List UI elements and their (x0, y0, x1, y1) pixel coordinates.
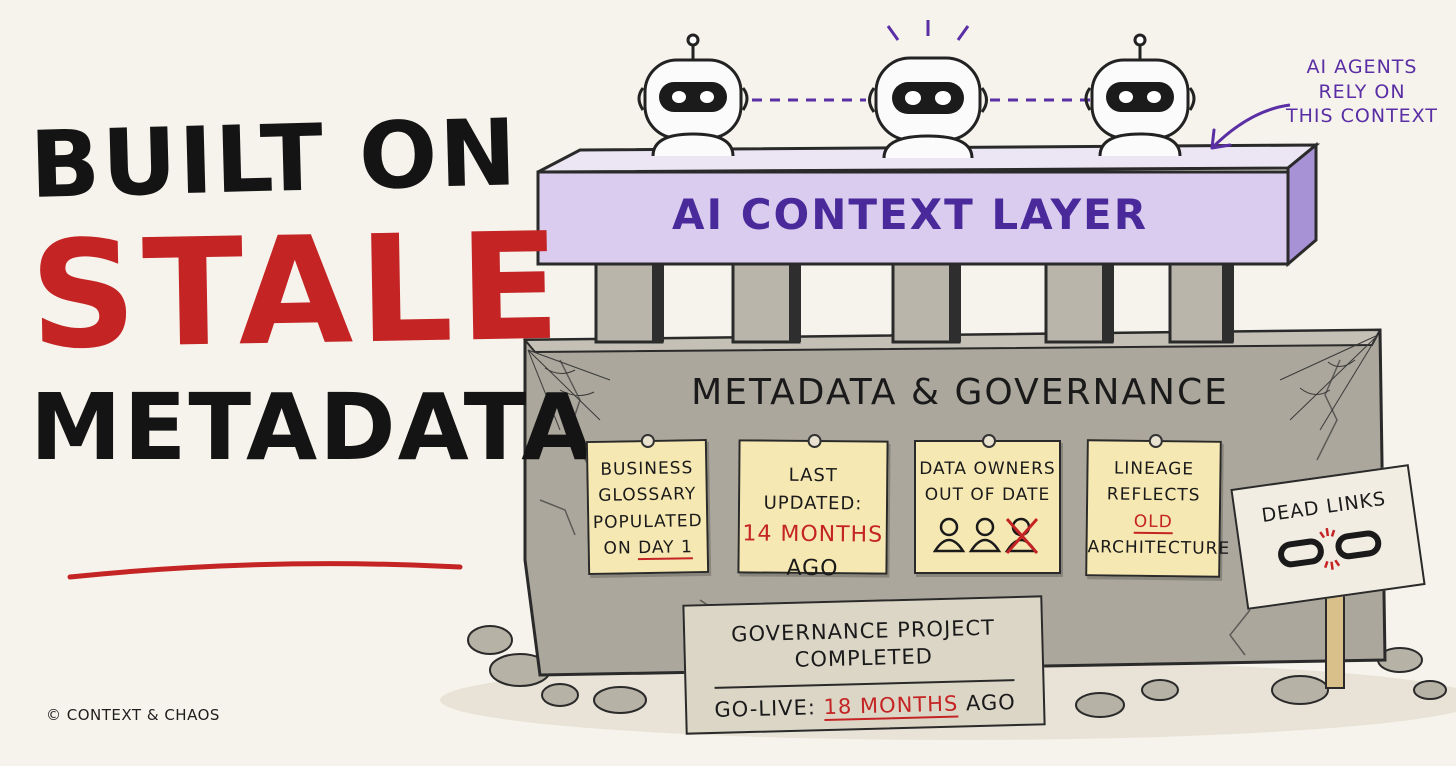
note-highlight: OLD (1133, 511, 1173, 534)
note-line: LAST UPDATED: (763, 464, 863, 515)
headline-line-2: STALE (28, 200, 568, 382)
note-line: AGO (786, 555, 839, 582)
note-line: OUT OF DATE (924, 485, 1051, 506)
context-layer-label: AI CONTEXT LAYER (671, 190, 1149, 239)
annotation-arrow-icon (1210, 103, 1291, 150)
dead-links-sign: DEAD LINKS (1230, 464, 1426, 610)
robot-icon (637, 33, 749, 157)
person-icon (968, 517, 1001, 552)
sign-divider (714, 678, 1015, 689)
note-line: LINEAGE (1113, 458, 1195, 480)
note-highlight: 14 MONTHS (742, 521, 884, 548)
cobweb-icon (527, 334, 1379, 431)
note-line: GLOSSARY (598, 484, 697, 507)
note-line: BUSINESS (600, 458, 694, 480)
pin-icon (640, 433, 655, 449)
annotation-line: AI AGENTS (1306, 56, 1418, 78)
person-icon (932, 517, 965, 552)
pin-icon (807, 433, 822, 449)
robot-icon (1084, 33, 1196, 157)
note-highlight: DAY 1 (637, 537, 694, 561)
sign-text: GO-LIVE: (714, 694, 824, 722)
foundation-title: METADATA & GOVERNANCE (691, 372, 1229, 413)
sign-text: AGO (957, 689, 1017, 716)
headline: BUILT ON STALE METADATA (28, 99, 595, 481)
sticky-note-data-owners: DATA OWNERS OUT OF DATE (914, 434, 1061, 574)
note-line: ARCHITECTURE (1087, 537, 1231, 559)
go-live-highlight: 18 MONTHS (823, 691, 959, 721)
sign-post (1325, 587, 1345, 689)
note-line: ON DAY 1 (589, 534, 706, 562)
copyright-credit: © CONTEXT & CHAOS (46, 706, 220, 724)
sticky-note-last-updated: LAST UPDATED: 14 MONTHS AGO (737, 433, 889, 581)
robot-icon (868, 20, 988, 159)
annotation-line: THIS CONTEXT (1286, 105, 1438, 128)
pillars (594, 260, 1234, 344)
dead-links-label: DEAD LINKS (1260, 487, 1388, 527)
broken-chain-icon (1278, 527, 1382, 570)
note-text: ON (603, 538, 639, 559)
pin-icon (1148, 433, 1163, 449)
note-line: REFLECTS (1106, 484, 1201, 506)
governance-project-sign: GOVERNANCE PROJECT COMPLETED GO-LIVE: 18… (682, 595, 1046, 735)
headline-line-1: BUILT ON (28, 99, 520, 219)
headline-underline (67, 561, 463, 580)
annotation-line: RELY ON (1318, 80, 1406, 103)
agents-annotation: AI AGENTS RELY ON THIS CONTEXT (1282, 55, 1442, 129)
note-line: POPULATED (592, 510, 703, 533)
sticky-note-lineage: LINEAGE REFLECTS OLD ARCHITECTURE (1085, 433, 1231, 578)
go-live-line: GO-LIVE: 18 MONTHS AGO (687, 688, 1044, 725)
pin-icon (981, 434, 996, 448)
note-line: OLD (1088, 508, 1219, 536)
note-line: DATA OWNERS (919, 459, 1056, 479)
headline-line-3: METADATA (30, 374, 595, 481)
people-icons (932, 517, 1038, 554)
sticky-note-glossary: BUSINESS GLOSSARY POPULATED ON DAY 1 (585, 433, 710, 576)
